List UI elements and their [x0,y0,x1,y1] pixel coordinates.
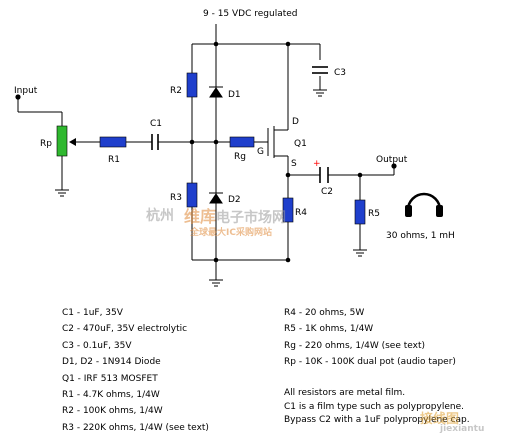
r1-resistor [99,136,127,148]
junction-dot [213,257,219,263]
d1-label: D1 [228,90,241,100]
r4-label: R4 [295,208,307,218]
rp-potentiometer [56,125,68,157]
parts-list-left: C1 - 1uF, 35V C2 - 470uF, 35V electrolyt… [62,305,209,436]
headphones-icon [405,192,443,217]
ground-symbol [313,89,327,97]
resistors [99,72,366,225]
c2-polarity-plus: + [313,159,321,169]
junction-dot [285,172,291,178]
part-entry: D1, D2 - 1N914 Diode [62,357,161,368]
drain-label: D [292,117,299,127]
junction-dot [357,172,363,178]
diodes [209,86,223,204]
r2-resistor [186,72,198,98]
rp-label: Rp [40,139,52,149]
watermark-brand: 维库电子市场网 [184,203,286,227]
r1-label: R1 [108,155,120,165]
r2-label: R2 [170,86,182,96]
part-entry: C3 - 0.1uF, 35V [62,340,132,351]
watermark-corner-url: jiexiantu [440,424,485,434]
part-entry: C1 - 1uF, 35V [62,308,123,318]
junction-dot [213,41,219,47]
d2-label: D2 [228,195,241,205]
supply-label: 9 - 15 VDC regulated [203,9,298,19]
junction-dot [189,139,195,145]
grounds [55,89,367,287]
ground-symbol [209,279,223,287]
watermark-city: 杭州 [146,208,174,224]
note-line: All resistors are metal film. [284,388,406,398]
part-entry: R4 - 20 ohms, 5W [284,308,365,318]
q1-label: Q1 [294,139,307,149]
headphone-spec: 30 ohms, 1 mH [386,231,455,241]
r5-resistor [354,199,366,225]
junction-dot [285,257,291,263]
part-entry: Q1 - IRF 513 MOSFET [62,373,158,384]
part-entry: R5 - 1K ohms, 1/4W [284,324,374,335]
d1-diode [209,87,223,98]
output-label: Output [376,155,408,165]
capacitors [151,66,329,183]
ground-symbol [353,249,367,257]
part-entry: C2 - 470uF, 35V electrolytic [62,324,188,335]
notes: All resistors are metal film. C1 is a fi… [284,387,470,428]
note-line: Bypass C2 with a 1uF polypropylene cap. [284,415,470,425]
part-entry: R3 - 220K ohms, 1/4W (see text) [62,422,209,433]
watermark-brand-rest: 电子市场网 [216,210,287,226]
part-entry: Rp - 10K - 100K dual pot (audio taper) [284,357,456,368]
watermark-corner: 接线图 [420,412,460,427]
part-entry: R1 - 4.7K ohms, 1/4W [62,390,160,401]
watermark-sub: 全球最大IC采购网站 [190,228,272,238]
input-label: Input [14,86,38,96]
r3-resistor [186,182,198,208]
output-terminal [391,163,397,169]
junction-dot [213,139,219,145]
c2-label: C2 [321,187,333,197]
wires [17,24,395,280]
watermark-brand-main: 维库 [184,207,217,226]
parts-list-right: R4 - 20 ohms, 5W R5 - 1K ohms, 1/4W Rg -… [284,305,456,371]
r4-resistor [282,197,294,223]
junction-dot [285,41,291,47]
gate-label: G [257,147,264,157]
wiper-arrow [69,138,76,146]
part-entry: Rg - 220 ohms, 1/4W (see text) [284,340,426,351]
ground-symbol [55,189,69,197]
r5-label: R5 [368,209,380,219]
r3-label: R3 [170,193,182,203]
c1-label: C1 [150,119,162,129]
c3-label: C3 [334,68,346,78]
input-terminal [15,94,21,100]
source-label: S [291,159,297,169]
rg-label: Rg [234,152,246,162]
rg-resistor [229,136,255,148]
part-entry: R2 - 100K ohms, 1/4W [62,406,163,417]
d2-diode [209,193,223,204]
note-line: C1 is a film type such as polypropylene. [284,401,464,412]
junction-dots [15,41,397,263]
